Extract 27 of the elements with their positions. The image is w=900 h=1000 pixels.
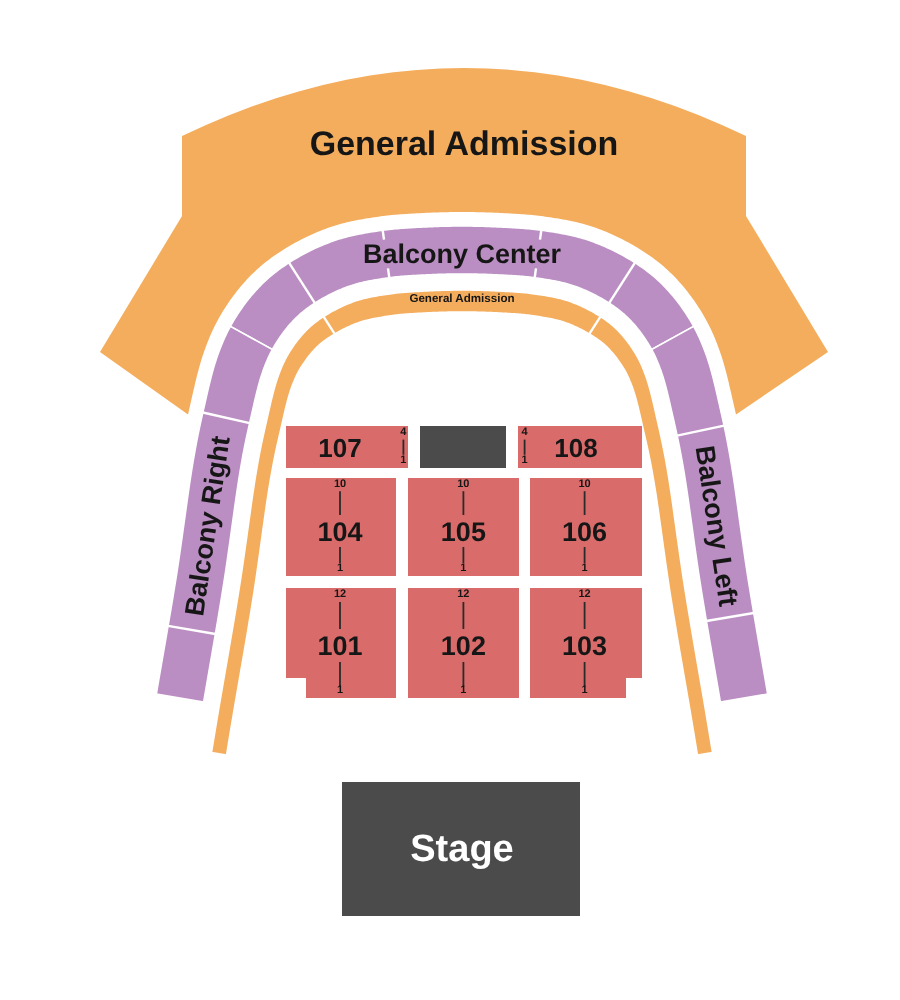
empty-block <box>420 426 506 468</box>
seating-section <box>408 478 520 576</box>
area-label: Balcony Center <box>362 240 562 268</box>
stage <box>342 782 580 916</box>
stage-label: Stage <box>410 831 514 869</box>
area-label: Balcony Left <box>690 443 742 609</box>
seating-section <box>286 426 408 468</box>
section-number: 101 <box>317 631 363 659</box>
seating-area <box>156 326 274 704</box>
seating-area <box>100 68 828 416</box>
seating-section <box>530 478 642 576</box>
seating-section <box>518 426 642 468</box>
section-number: 103 <box>562 631 608 659</box>
section-number: 104 <box>317 517 363 545</box>
section-number: 108 <box>554 435 598 461</box>
seating-section <box>286 588 396 698</box>
section-number: 106 <box>562 517 608 545</box>
seating-area <box>230 226 694 350</box>
area-label: Balcony Right <box>181 434 235 618</box>
section-number: 105 <box>440 517 486 545</box>
seating-section <box>286 478 396 576</box>
seating-area <box>650 326 768 704</box>
seating-section <box>530 588 642 698</box>
area-label: General Admission <box>309 127 619 161</box>
section-number: 102 <box>440 631 486 659</box>
section-number: 107 <box>318 435 362 461</box>
seating-section <box>408 588 520 698</box>
